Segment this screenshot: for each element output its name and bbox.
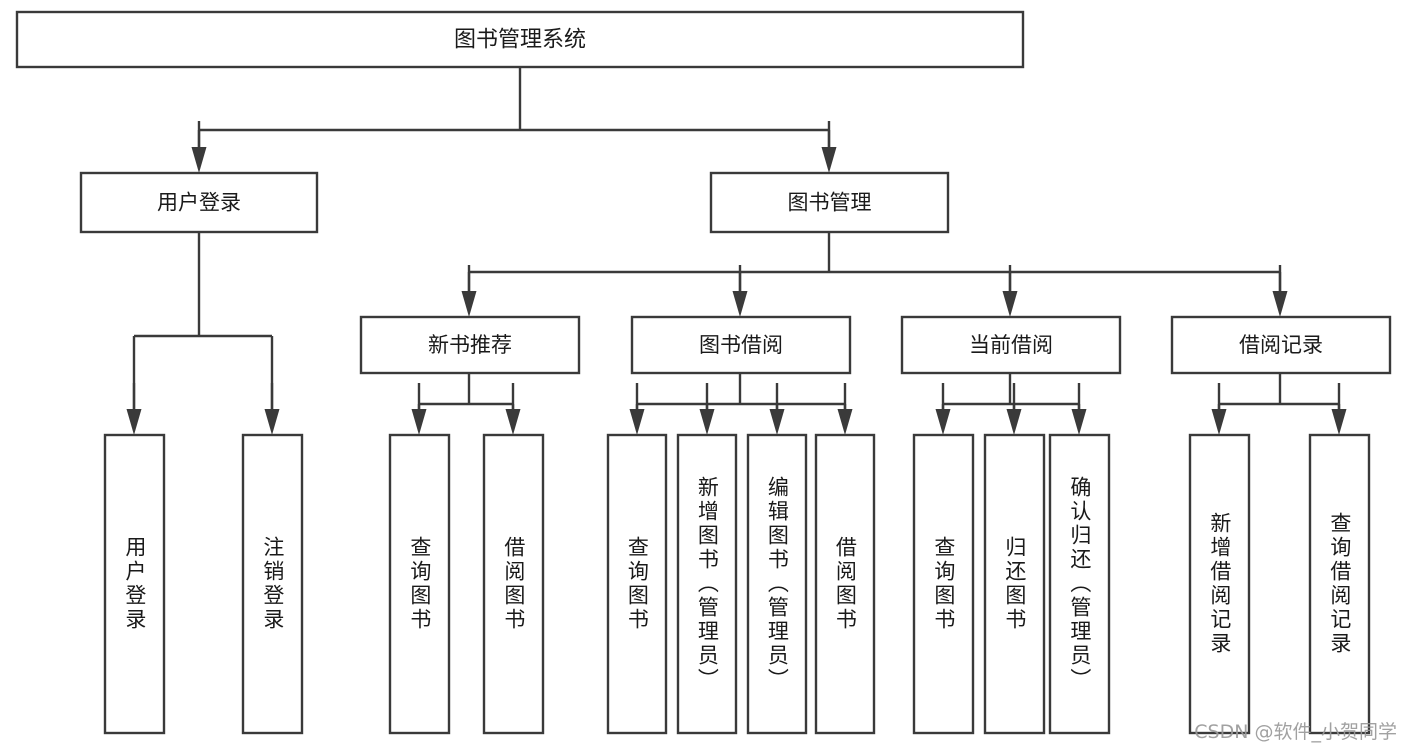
- boxes-layer: [15, 10, 1392, 735]
- leaf-borrow-book-rec-box[interactable]: [482, 433, 545, 735]
- book-borrow-branch-3-arrowhead: [837, 409, 853, 435]
- leaf-add-book-box[interactable]: [676, 433, 738, 735]
- new-book-recommend-branch-0-arrowhead: [411, 409, 427, 435]
- book-manage-branch-2-arrowhead: [1002, 291, 1018, 317]
- current-borrow-branch-2-arrowhead: [1071, 409, 1087, 435]
- root-node-label: 图书管理系统: [454, 28, 586, 53]
- user-login-branch-0-arrowhead: [126, 409, 142, 435]
- current-borrow-branch-0-arrowhead: [935, 409, 951, 435]
- node-borrow-record-box[interactable]: [1170, 315, 1392, 375]
- leaf-query-record-box[interactable]: [1308, 433, 1371, 735]
- book-borrow-branch-2-arrowhead: [769, 409, 785, 435]
- node-book-manage-box[interactable]: [709, 171, 950, 234]
- leaf-confirm-return-box[interactable]: [1048, 433, 1111, 735]
- node-book-borrow-box[interactable]: [630, 315, 852, 375]
- borrow-record-branch-1-arrowhead: [1331, 409, 1347, 435]
- leaf-edit-book-box[interactable]: [746, 433, 808, 735]
- book-manage-branch-3-arrowhead: [1272, 291, 1288, 317]
- node-borrow-record-label: 借阅记录: [1239, 333, 1323, 357]
- node-book-borrow-label: 图书借阅: [699, 333, 783, 357]
- node-book-manage-label: 图书管理: [788, 191, 872, 215]
- node-current-borrow-label: 当前借阅: [969, 333, 1053, 357]
- root-branch-0-arrowhead: [191, 147, 207, 173]
- book-borrow-branch-0-arrowhead: [629, 409, 645, 435]
- borrow-record-branch-0-arrowhead: [1211, 409, 1227, 435]
- book-manage-branch-0-arrowhead: [461, 291, 477, 317]
- leaf-return-book-box[interactable]: [983, 433, 1046, 735]
- node-new-book-recommend-box[interactable]: [359, 315, 581, 375]
- user-login-branch-1-arrowhead: [264, 409, 280, 435]
- leaf-user-logout-box[interactable]: [241, 433, 304, 735]
- leaf-user-login-box[interactable]: [103, 433, 166, 735]
- node-current-borrow-box[interactable]: [900, 315, 1122, 375]
- node-new-book-recommend-label: 新书推荐: [428, 333, 512, 357]
- current-borrow-branch-1-arrowhead: [1006, 409, 1022, 435]
- connectors-layer: [126, 67, 1347, 435]
- leaf-query-book-rec-box[interactable]: [388, 433, 451, 735]
- new-book-recommend-branch-1-arrowhead: [505, 409, 521, 435]
- csdn-watermark: CSDN @软件_小贺同学: [1194, 721, 1397, 743]
- root-node-box[interactable]: [15, 10, 1025, 69]
- node-user-login-box[interactable]: [79, 171, 319, 234]
- node-user-login-label: 用户登录: [157, 191, 241, 215]
- leaf-add-record-box[interactable]: [1188, 433, 1251, 735]
- leaf-query-book-current-box[interactable]: [912, 433, 975, 735]
- leaf-query-book-borrow-box[interactable]: [606, 433, 668, 735]
- root-branch-1-arrowhead: [821, 147, 837, 173]
- book-borrow-branch-1-arrowhead: [699, 409, 715, 435]
- leaf-borrow-book-box[interactable]: [814, 433, 876, 735]
- book-manage-branch-1-arrowhead: [732, 291, 748, 317]
